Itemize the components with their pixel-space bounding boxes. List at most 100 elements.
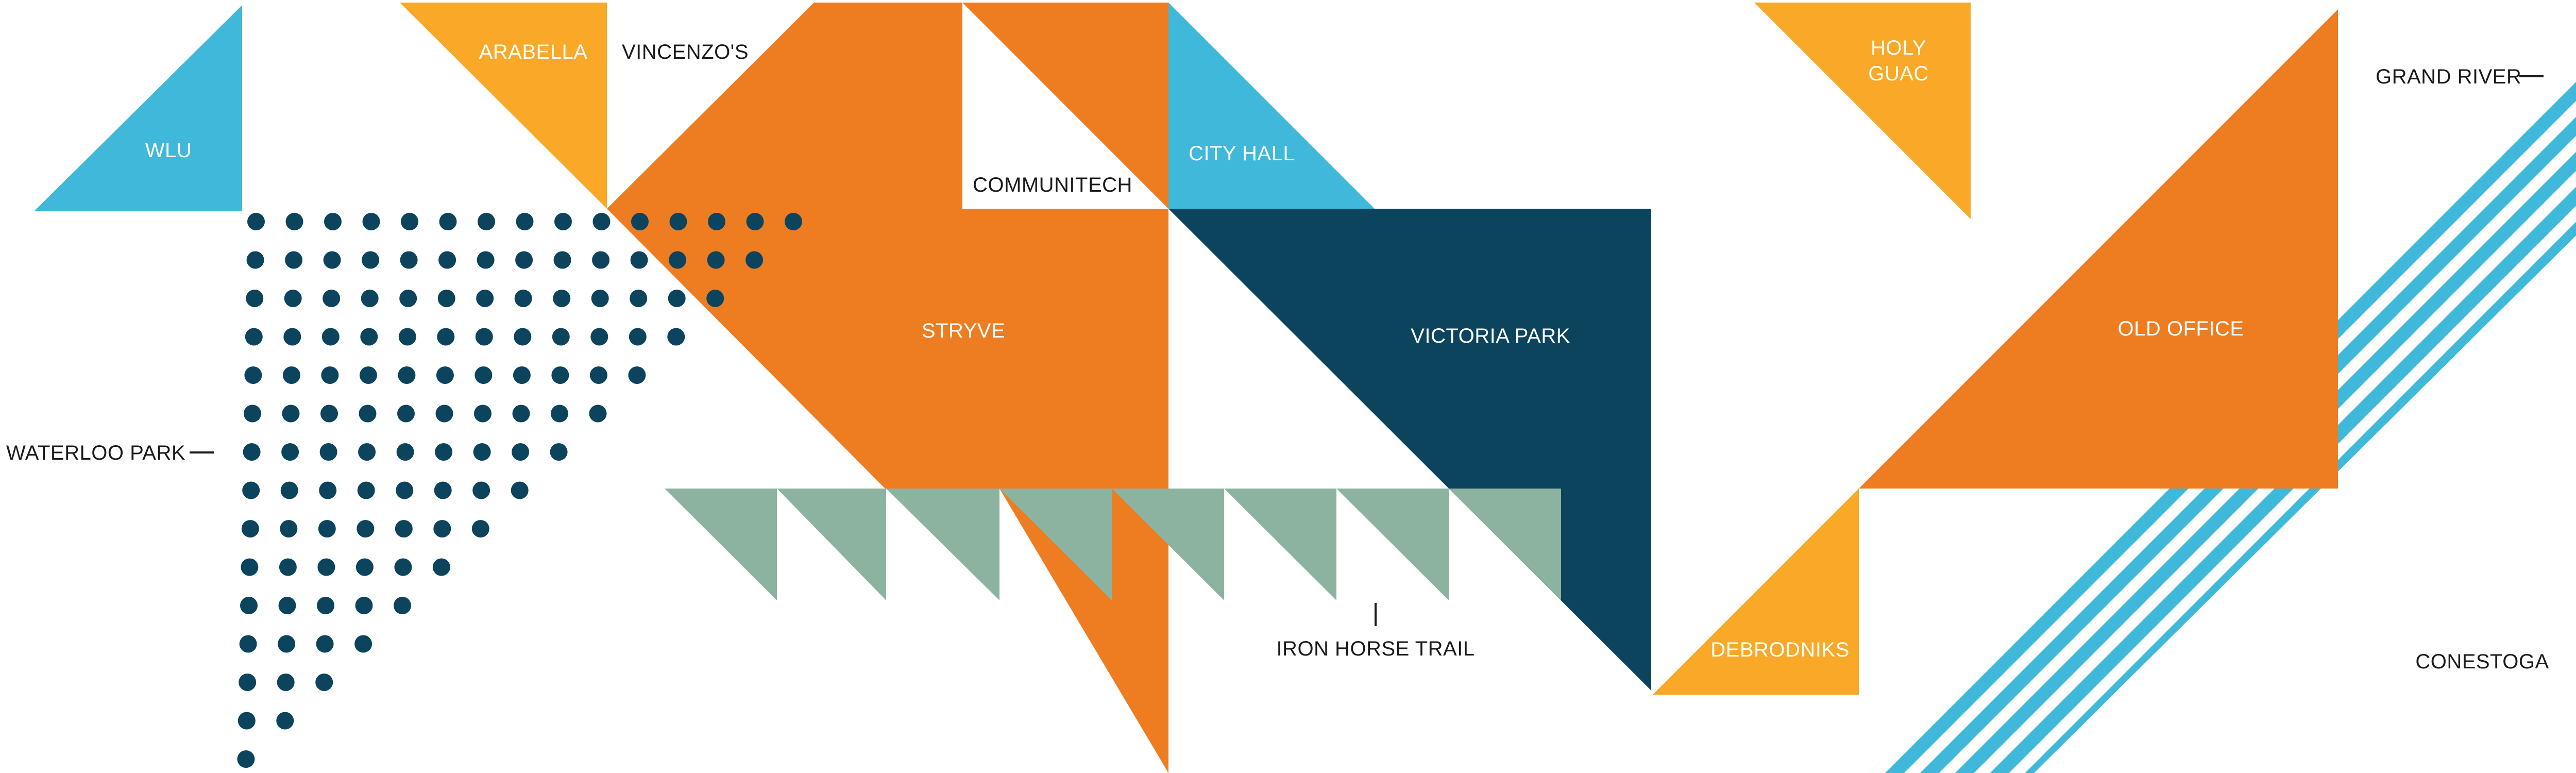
park-dot: [323, 290, 341, 307]
old-office-triangle: [1859, 9, 2338, 489]
park-dot: [553, 251, 571, 269]
park-dot: [245, 328, 263, 346]
stryve-label: STRYVE: [922, 320, 1005, 342]
park-dot: [357, 520, 375, 537]
park-dot: [277, 674, 295, 691]
park-dot: [592, 251, 610, 269]
park-dot: [317, 558, 335, 576]
park-dot: [319, 443, 337, 461]
park-dot: [746, 213, 764, 230]
park-dot: [238, 712, 256, 730]
debrodniks-label: DEBRODNIKS: [1710, 638, 1850, 661]
park-dot: [514, 328, 532, 346]
communitech-cutout: [962, 3, 1168, 209]
park-dot: [516, 213, 534, 230]
park-dot: [359, 366, 377, 384]
park-dot: [434, 481, 452, 499]
park-dot: [362, 213, 380, 230]
park-dot: [592, 213, 611, 230]
park-dot: [355, 558, 374, 576]
park-dot: [707, 251, 725, 269]
park-dot: [400, 251, 418, 269]
victoria-park-label: VICTORIA PARK: [1411, 325, 1570, 347]
park-dot: [359, 405, 377, 423]
park-dot: [280, 481, 298, 499]
park-dot: [360, 328, 378, 346]
park-dot: [589, 366, 607, 384]
park-dot: [745, 251, 764, 269]
park-dot: [669, 213, 687, 230]
park-dot: [475, 328, 493, 346]
park-dot: [474, 366, 493, 384]
park-dot: [478, 213, 495, 230]
park-dot: [473, 443, 491, 461]
park-dot: [319, 481, 337, 499]
park-dot: [552, 328, 570, 346]
park-dot: [285, 251, 303, 269]
park-dot: [246, 290, 264, 307]
sawtooth-segment: [886, 489, 999, 600]
park-dot: [437, 290, 455, 307]
park-dot: [242, 481, 260, 499]
park-dot: [399, 290, 417, 307]
park-dot: [435, 443, 453, 461]
park-dot: [511, 481, 529, 499]
wlu-triangle: [34, 5, 242, 211]
park-dot: [247, 213, 265, 230]
holy-guac-label-line2: GUAC: [1868, 62, 1929, 85]
holy-guac-label-line1: HOLY: [1871, 37, 1926, 59]
park-dot: [280, 520, 298, 537]
park-dot: [628, 366, 646, 384]
park-dot: [241, 558, 259, 576]
park-dot: [357, 481, 375, 499]
park-dot: [477, 251, 495, 269]
park-dot: [472, 481, 490, 499]
arabella-triangle: [400, 3, 607, 209]
park-dot: [282, 405, 300, 423]
park-dot: [438, 251, 456, 269]
park-dot: [321, 328, 340, 346]
grand-river-label: GRAND RIVER: [2376, 65, 2521, 88]
park-dot: [281, 443, 299, 461]
conestoga-block: [2343, 495, 2570, 721]
park-dot: [554, 213, 572, 230]
park-dot: [513, 366, 531, 384]
park-dot: [323, 251, 341, 269]
park-dot: [631, 213, 649, 230]
victoria-park-shape: [1168, 209, 1651, 691]
park-dot: [278, 597, 296, 614]
park-dot: [398, 328, 416, 346]
park-dot: [396, 443, 414, 461]
park-dot: [785, 213, 802, 230]
orange-lower-wedge: [999, 489, 1168, 773]
wlu-label: WLU: [145, 139, 192, 162]
sawtooth-segment: [1112, 489, 1224, 600]
park-dot: [550, 443, 568, 461]
park-dot: [668, 290, 686, 307]
park-dot: [669, 251, 687, 269]
park-dot: [589, 405, 607, 423]
park-dot: [439, 213, 457, 230]
park-dot: [551, 405, 568, 423]
city-hall-triangle: [1168, 3, 1375, 209]
debrodniks-triangle: [1653, 489, 1859, 695]
park-dot: [246, 251, 264, 269]
park-dot: [282, 366, 300, 384]
park-dot: [278, 635, 296, 653]
sawtooth-segment: [1336, 489, 1449, 600]
sawtooth-segment: [665, 489, 777, 600]
park-dot: [279, 558, 297, 576]
park-dot: [355, 597, 373, 614]
park-dot: [284, 290, 302, 307]
park-dot: [435, 405, 453, 423]
iron-horse-trail-label: IRON HORSE TRAIL: [1276, 637, 1475, 660]
sawtooth-segment: [999, 489, 1112, 600]
stryve-shape: [607, 3, 1168, 489]
city-hall-label: CITY HALL: [1189, 142, 1295, 165]
park-dot: [244, 366, 262, 384]
park-dot: [324, 213, 342, 230]
park-dot: [708, 213, 725, 230]
old-office-label: OLD OFFICE: [2117, 317, 2244, 340]
park-dot: [321, 366, 339, 384]
